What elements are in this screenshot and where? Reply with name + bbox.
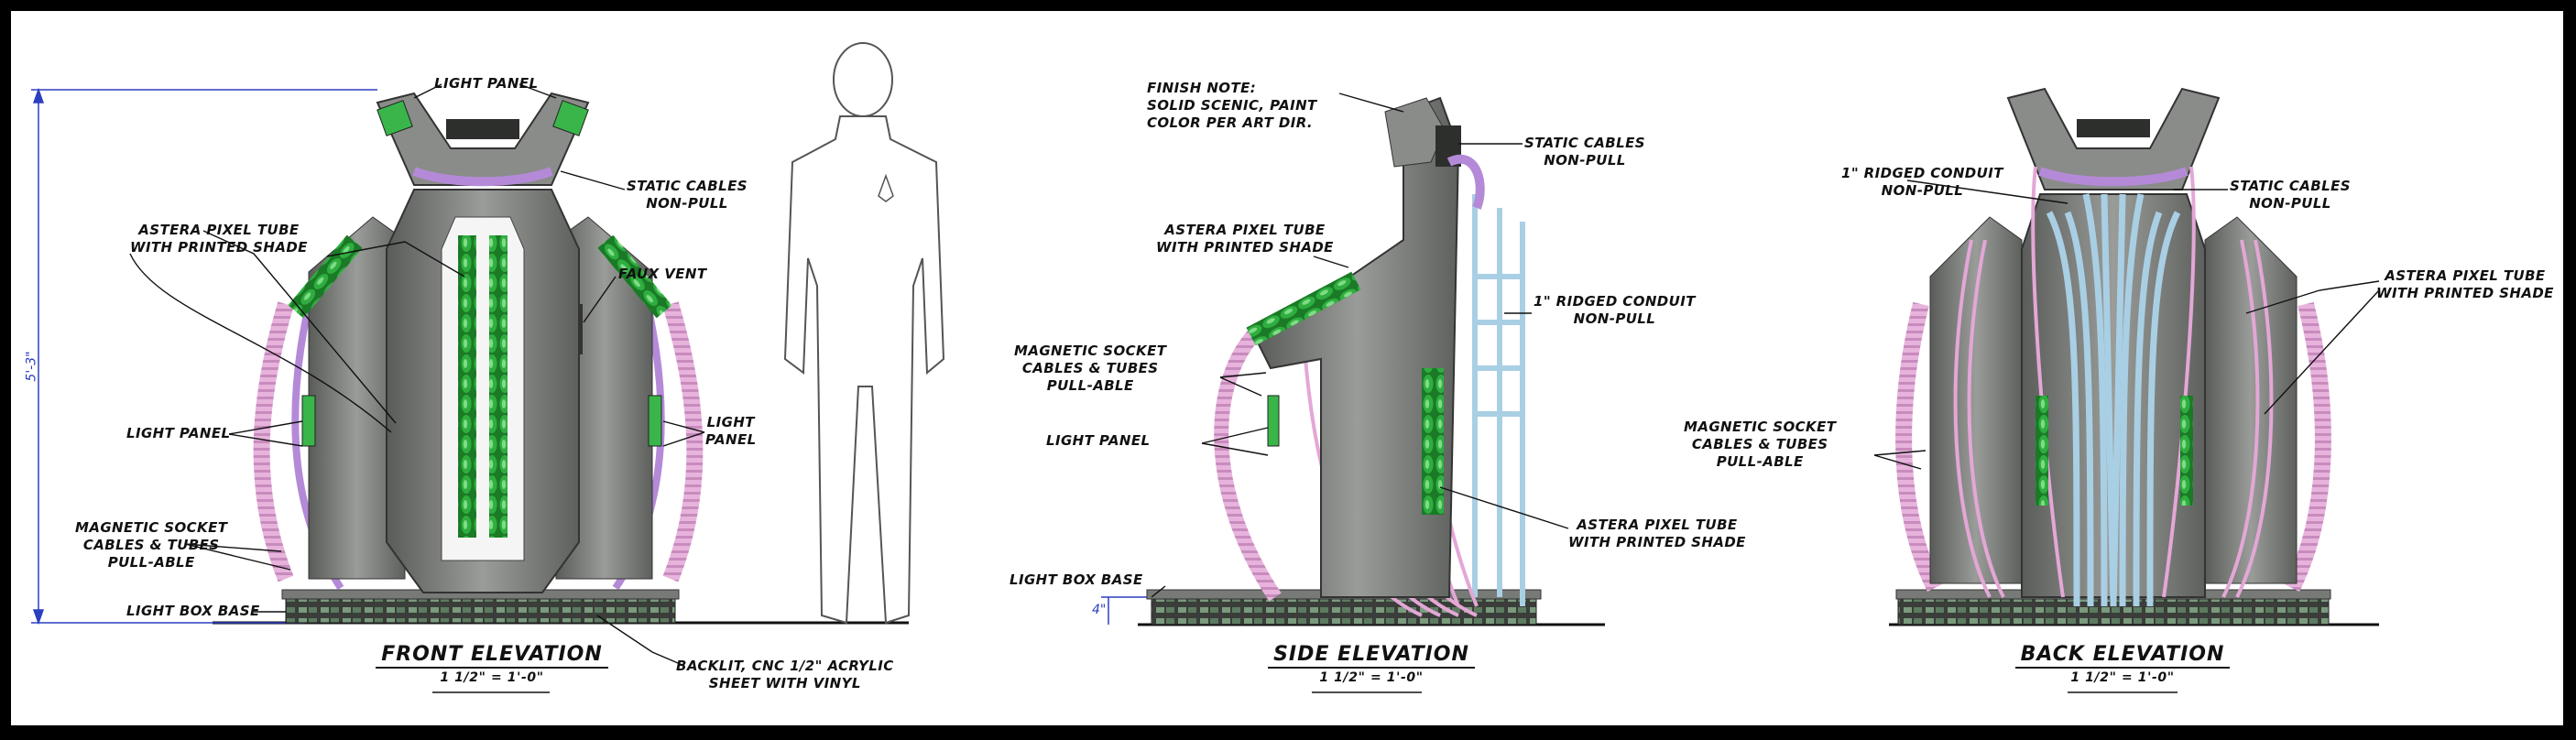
back-label-static-cables: STATIC CABLES NON-PULL: [2230, 178, 2351, 212]
side-label-astera-bottom: ASTERA PIXEL TUBE WITH PRINTED SHADE: [1568, 517, 1746, 550]
side-label-magnetic: MAGNETIC SOCKET CABLES & TUBES PULL-ABLE: [1014, 343, 1167, 394]
height-dimension: [31, 87, 377, 626]
front-label-magnetic: MAGNETIC SOCKET CABLES & TUBES PULL-ABLE: [75, 519, 228, 571]
front-elevation-title: FRONT ELEVATION 1 1/2" = 1'-0": [359, 643, 625, 685]
front-label-light-panel-top: LIGHT PANEL: [434, 75, 539, 92]
side-label-finish-note: FINISH NOTE: SOLID SCENIC, PAINT COLOR P…: [1147, 80, 1317, 131]
front-label-astera: ASTERA PIXEL TUBE WITH PRINTED SHADE: [130, 222, 308, 256]
human-scale-figure: [783, 42, 945, 625]
side-label-light-panel: LIGHT PANEL: [1046, 432, 1151, 449]
back-elevation: [1889, 87, 2379, 626]
front-label-faux-vent: FAUX VENT: [618, 266, 707, 282]
front-label-light-panel-left: LIGHT PANEL: [126, 425, 231, 441]
side-elevation-title: SIDE ELEVATION 1 1/2" = 1'-0": [1239, 643, 1504, 685]
front-label-light-panel-right: LIGHT PANEL: [705, 414, 757, 448]
front-elevation: [31, 87, 909, 626]
side-elevation: [1101, 96, 1605, 626]
back-label-conduit: 1" RIDGED CONDUIT NON-PULL: [1841, 165, 2003, 199]
front-label-light-box-base: LIGHT BOX BASE: [126, 603, 260, 619]
leader-lines: [129, 83, 2380, 667]
back-elevation-title: BACK ELEVATION 1 1/2" = 1'-0": [1990, 643, 2255, 685]
side-base-dimension: 4": [1092, 603, 1107, 617]
back-label-magnetic: MAGNETIC SOCKET CABLES & TUBES PULL-ABLE: [1684, 419, 1837, 470]
side-label-astera-top: ASTERA PIXEL TUBE WITH PRINTED SHADE: [1156, 222, 1334, 256]
front-label-backlit: BACKLIT, CNC 1/2" ACRYLIC SHEET WITH VIN…: [676, 658, 894, 691]
front-height-dimension: 5'-3": [24, 351, 39, 382]
drawing-sheet: LIGHT PANEL STATIC CABLES NON-PULL ASTER…: [11, 11, 2563, 725]
side-label-static-cables: STATIC CABLES NON-PULL: [1524, 135, 1645, 169]
back-label-astera: ASTERA PIXEL TUBE WITH PRINTED SHADE: [2376, 267, 2554, 301]
front-label-static-cables: STATIC CABLES NON-PULL: [627, 178, 748, 212]
elevation-drawings: [31, 42, 2380, 693]
side-label-conduit: 1" RIDGED CONDUIT NON-PULL: [1534, 293, 1696, 327]
side-label-light-box-base: LIGHT BOX BASE: [1010, 571, 1143, 588]
